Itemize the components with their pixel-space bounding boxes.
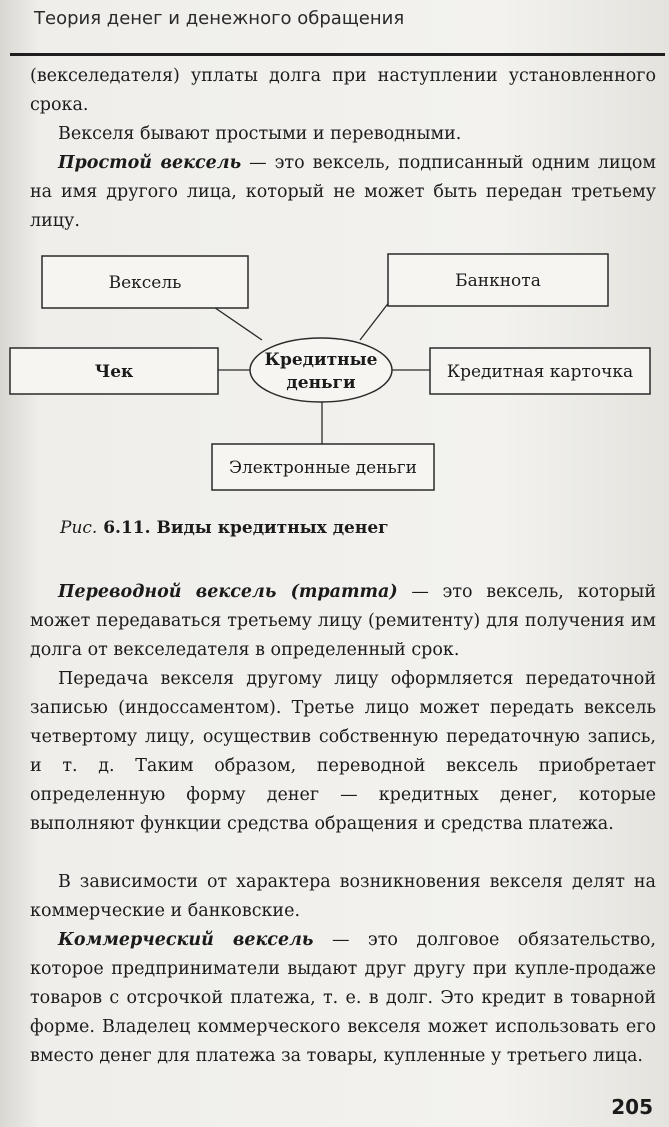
node-box-chek (9, 347, 219, 395)
node-label-veksel: Вексель (109, 273, 182, 293)
credit-money-diagram: Вексель Банкнота Чек Кредитная карточка … (9, 253, 651, 491)
figure-caption: Рис. 6.11. Виды кредитных денег (60, 518, 389, 538)
node-box-banknota (387, 253, 609, 307)
node-box-elektron (211, 443, 435, 491)
term-commercial-bill: Коммерческий вексель (58, 930, 314, 950)
paragraph-continuation: (векселедателя) уплаты долга при наступл… (30, 66, 656, 115)
center-ellipse (249, 337, 393, 403)
paragraph-transfer-bill: Переводной вексель (тратта) — это вексел… (30, 578, 656, 665)
paragraph-endorsement: Передача векселя другому лицу оформляетс… (30, 669, 656, 834)
node-label-chek: Чек (95, 362, 134, 382)
paragraph-classification: В зависимости от характера возникновения… (30, 872, 656, 921)
term-simple-bill: Простой вексель (58, 153, 242, 173)
figure-label: Рис. (60, 518, 98, 538)
center-label-line2: деньги (286, 373, 356, 393)
paragraph-commercial-bill: Коммерческий вексель — это долговое обяз… (30, 926, 656, 1071)
term-transfer-bill: Переводной вексель (тратта) (58, 582, 398, 602)
running-head: Теория денег и денежного обращения (34, 8, 405, 29)
figure-caption-text: 6.11. Виды кредитных денег (97, 518, 389, 538)
node-label-karta: Кредитная карточка (447, 362, 633, 382)
node-box-karta (429, 347, 651, 395)
definition-transfer-bill: — это вексель, который может передаватьс… (30, 582, 656, 660)
page-number: 205 (611, 1095, 653, 1119)
paragraph-types: Векселя бывают простыми и переводными. (58, 124, 462, 144)
center-label-line1: Кредитные (265, 350, 378, 370)
node-box-veksel (41, 255, 249, 309)
paragraph-simple-bill: Простой вексель — это вексель, подписанн… (30, 149, 656, 236)
node-label-elektron: Электронные деньги (229, 458, 417, 478)
header-rule (10, 53, 665, 56)
definition-simple-bill: — это вексель, подписанный одним лицом н… (30, 153, 657, 231)
definition-commercial-bill: — это долговое обязательство, которое пр… (30, 930, 656, 1066)
node-label-banknota: Банкнота (455, 271, 541, 291)
